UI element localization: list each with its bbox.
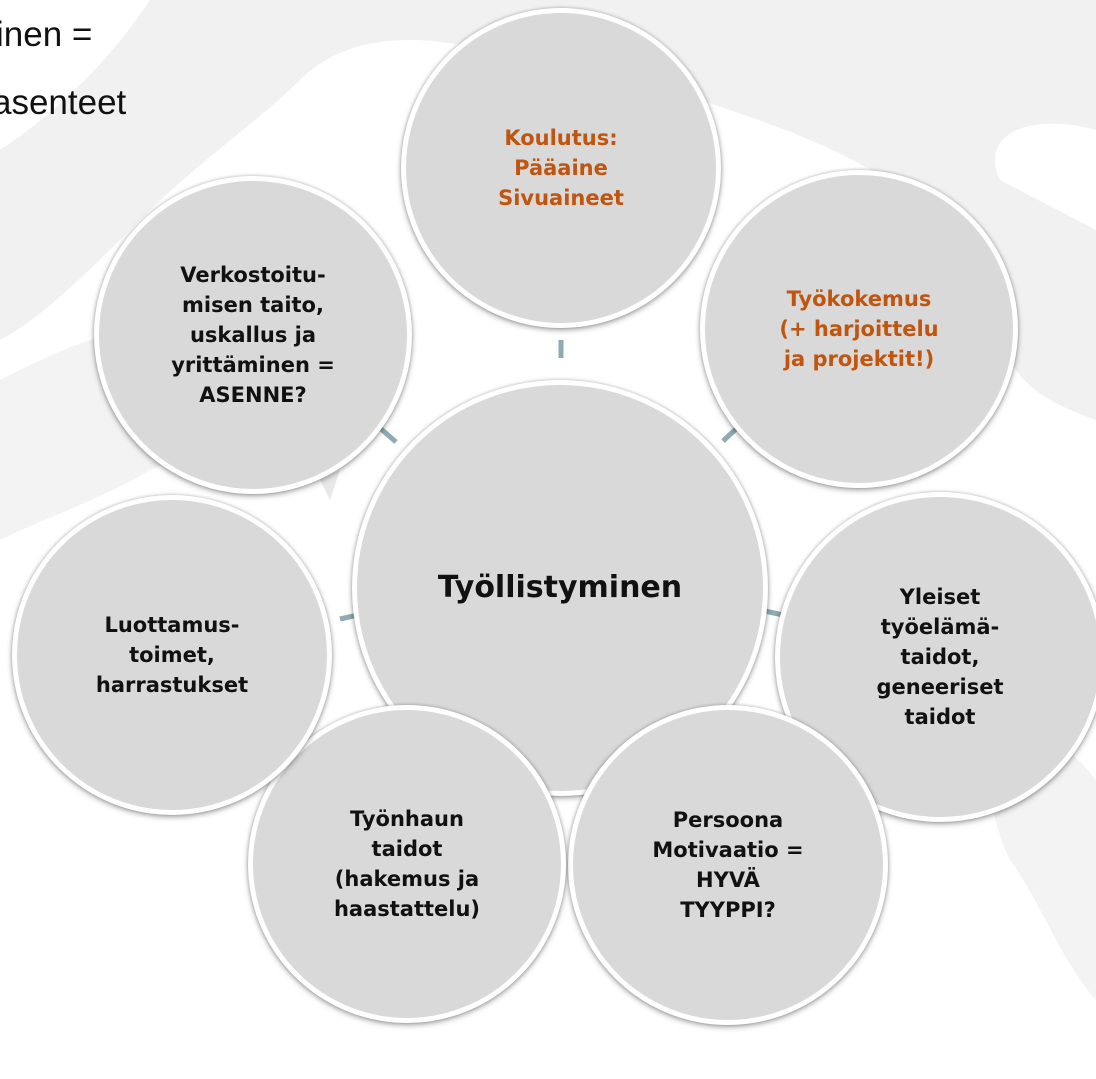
center-label: Työllistyminen <box>437 570 683 605</box>
connector-verkosto <box>378 426 398 444</box>
circle-tyokokemus: Työkokemus (+ harjoittelu ja projektit!) <box>700 170 1018 488</box>
slide-text-line-1: inen = <box>0 15 93 54</box>
circle-verkostoituminen: Verkostoitu- misen taito, uskallus ja yr… <box>94 176 412 494</box>
koulutus-label: Koulutus: Pääaine Sivuaineet <box>498 126 624 210</box>
luottamus-label: Luottamus- toimet, harrastukset <box>95 613 249 697</box>
circle-persoona: Persoona Motivaatio = HYVÄ TYYPPI? <box>568 705 888 1025</box>
verkosto-label: Verkostoitu- misen taito, uskallus ja yr… <box>171 263 335 407</box>
tyokokemus-label: Työkokemus (+ harjoittelu ja projektit!) <box>779 287 939 371</box>
persoona-label: Persoona Motivaatio = HYVÄ TYYPPI? <box>652 808 804 922</box>
circle-koulutus: Koulutus: Pääaine Sivuaineet <box>401 8 721 328</box>
circle-tyonhaun-taidot: Työnhaun taidot (hakemus ja haastattelu) <box>248 705 566 1023</box>
connector-tyokokemus <box>721 426 739 443</box>
slide-text-line-2: asenteet <box>0 83 127 122</box>
yleiset-label: Yleiset työelämä- taidot, geneeriset tai… <box>876 585 1004 729</box>
tyonhaku-label: Työnhaun taidot (hakemus ja haastattelu) <box>333 807 481 921</box>
circle-luottamustoimet: Luottamus- toimet, harrastukset <box>12 495 332 815</box>
